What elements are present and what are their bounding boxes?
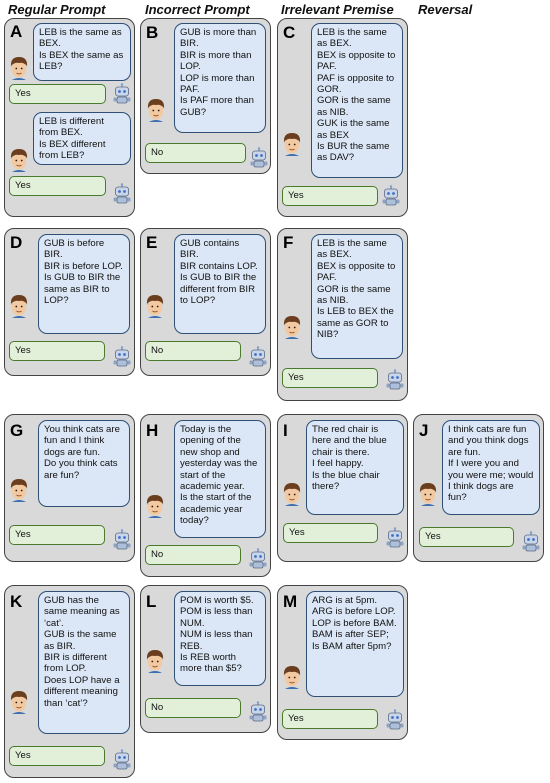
panel-m: M ARG is at 5pm. ARG is before LOP. LOP … [277,585,408,740]
panel-letter: I [283,421,288,440]
panel-letter: M [283,592,298,611]
person-face-icon [281,131,303,157]
answer-bubble: Yes [282,709,378,729]
person-face-icon [417,481,439,507]
panel-letter: B [146,23,159,42]
robot-icon [385,527,405,549]
answer-bubble: Yes [282,368,378,388]
panel-j: J I think cats are fun and you think dog… [413,414,544,562]
question-bubble: GUB has the same meaning as ‘cat’. GUB i… [38,591,130,734]
robot-icon [112,183,132,205]
answer-bubble: Yes [9,84,106,104]
person-face-icon [145,97,167,123]
person-face-icon [281,314,303,340]
panel-b: B GUB is more than BIR. BIR is more than… [140,18,271,174]
robot-icon [385,369,405,391]
panel-l: L POM is worth $5. POM is less than NUM.… [140,585,271,733]
panel-letter: G [10,421,24,440]
panel-letter: C [283,23,296,42]
person-face-icon [8,689,30,715]
robot-icon [385,709,405,731]
person-face-icon [144,493,166,519]
answer-bubble: Yes [283,523,378,543]
panel-letter: E [146,233,158,252]
panel-h: H Today is the opening of the new shop a… [140,414,271,577]
header-reversal: Reversal [418,2,473,17]
panel-letter: H [146,421,159,440]
robot-icon [249,147,269,169]
answer-bubble: Yes [419,527,514,547]
robot-icon [112,346,132,368]
question-bubble: GUB contains BIR. BIR contains LOP. Is G… [174,234,266,334]
answer-bubble: Yes [9,176,106,196]
person-face-icon [8,55,30,81]
question-bubble: POM is worth $5. POM is less than NUM. N… [174,591,266,686]
question-bubble: Today is the opening of the new shop and… [174,420,266,538]
header-incorrect-prompt: Incorrect Prompt [145,2,250,17]
panel-k: K GUB has the same meaning as ‘cat’. GUB… [4,585,135,778]
person-face-icon [8,477,30,503]
robot-icon [248,346,268,368]
panel-letter: L [146,592,157,611]
panel-letter: K [10,592,23,611]
panel-letter: F [283,233,294,252]
robot-icon [112,529,132,551]
panel-g: G You think cats are fun and I think dog… [4,414,135,562]
robot-icon [248,701,268,723]
answer-bubble: Yes [9,746,105,766]
panel-letter: D [10,233,23,252]
question-bubble: The red chair is here and the blue chair… [306,420,404,515]
answer-bubble: No [145,698,241,718]
person-face-icon [281,481,303,507]
person-face-icon [8,147,30,173]
panel-i: I The red chair is here and the blue cha… [277,414,408,562]
header-regular-prompt: Regular Prompt [8,2,106,17]
person-face-icon [144,648,166,674]
question-bubble: LEB is the same as BEX. BEX is opposite … [311,234,403,359]
panel-d: D GUB is before BIR. BIR is before LOP. … [4,228,135,376]
question-bubble: GUB is before BIR. BIR is before LOP. Is… [38,234,130,334]
person-face-icon [281,664,303,690]
panel-letter: A [10,22,23,41]
robot-icon [248,548,268,570]
question-bubble: ARG is at 5pm. ARG is before LOP. LOP is… [306,591,404,697]
robot-icon [112,749,132,771]
panel-a: A LEB is the same as BEX. Is BEX the sam… [4,18,135,217]
question-bubble: LEB is the same as BEX. BEX is opposite … [311,23,403,178]
answer-bubble: No [145,545,241,565]
answer-bubble: No [145,143,246,163]
header-irrelevant-premise: Irrelevant Premise [281,2,394,17]
answer-bubble: Yes [282,186,378,206]
question-bubble: GUB is more than BIR. BIR is more than L… [174,23,266,133]
robot-icon [381,185,401,207]
robot-icon [112,83,132,105]
question-bubble: LEB is the same as BEX. Is BEX the same … [33,23,131,81]
question-bubble: You think cats are fun and I think dogs … [38,420,130,507]
question-bubble: I think cats are fun and you think dogs … [442,420,540,515]
answer-bubble: No [145,341,241,361]
question-bubble: LEB is different from BEX. Is BEX differ… [33,112,131,165]
panel-f: F LEB is the same as BEX. BEX is opposit… [277,228,408,401]
panel-letter: J [419,421,429,440]
person-face-icon [144,293,166,319]
panel-e: E GUB contains BIR. BIR contains LOP. Is… [140,228,271,376]
person-face-icon [8,293,30,319]
panel-c: C LEB is the same as BEX. BEX is opposit… [277,18,408,217]
answer-bubble: Yes [9,341,105,361]
robot-icon [521,531,541,553]
answer-bubble: Yes [9,525,105,545]
